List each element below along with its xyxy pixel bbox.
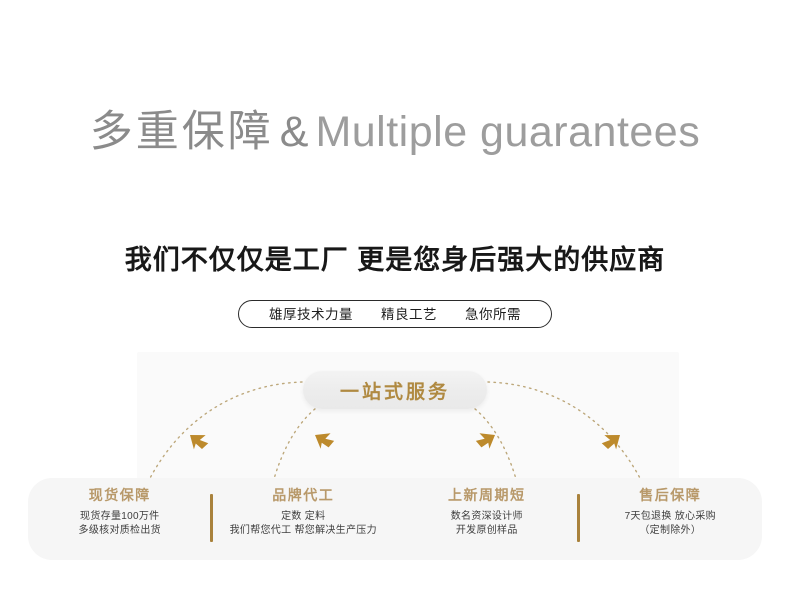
arrowhead-card-3 [475,433,495,449]
card-divider [209,494,213,542]
tagline-phrase-2: 精良工艺 [381,307,437,322]
guarantee-card-2[interactable]: 品牌代工 定数 定料 我们帮您代工 帮您解决生产压力 [212,478,396,538]
guarantee-card-4[interactable]: 售后保障 7天包退换 放心采购 （定制除外） [579,478,763,538]
guarantee-card-1[interactable]: 现货保障 现货存量100万件 多级核对质检出货 [28,478,213,542]
tagline-phrase-1: 雄厚技术力量 [269,307,353,322]
card-divider [576,494,580,542]
card-title: 品牌代工 [272,487,335,503]
card-line: 开发原创样品 [455,525,518,536]
card-detail-lines: 数名资深设计师 开发原创样品 [395,510,579,538]
arrowhead-card-1 [190,435,209,450]
arrowhead-card-4 [601,435,620,450]
guarantee-cards-row: 现货保障 现货存量100万件 多级核对质检出货 品牌代工 定数 定料 我们帮您代… [28,478,762,560]
card-line: 定数 定料 [281,511,326,522]
guarantee-card-3[interactable]: 上新周期短 数名资深设计师 开发原创样品 [395,478,580,542]
page-title-cn: 多重保障 [89,108,274,156]
card-detail-lines: 定数 定料 我们帮您代工 帮您解决生产压力 [212,510,396,538]
arrowhead-card-2 [315,433,335,449]
card-line: 我们帮您代工 帮您解决生产压力 [229,525,377,536]
page-title-en: Multiple guarantees [315,108,701,156]
card-title: 售后保障 [639,487,702,503]
page-title: 多重保障&Multiple guarantees [0,104,790,160]
guarantee-cards-panel [28,478,762,560]
card-line: （定制除外） [639,525,702,536]
card-line: 7天包退换 放心采购 [624,511,716,522]
arrowheads-group [190,433,620,450]
page-subtitle: 我们不仅仅是工厂 更是您身后强大的供应商 [124,245,666,275]
tagline-phrase-3: 急你所需 [465,307,521,322]
card-line: 数名资深设计师 [450,511,523,522]
arc-to-card-1 [145,381,303,487]
one-stop-service-badge[interactable]: 一站式服务 [303,371,487,409]
card-title: 现货保障 [88,487,151,503]
card-line: 现货存量100万件 [80,511,160,522]
card-line: 多级核对质检出货 [78,525,161,536]
card-title: 上新周期短 [448,487,526,503]
page-title-ampersand: & [279,108,310,156]
tagline-pill: 雄厚技术力量 精良工艺 急你所需 [238,300,552,328]
card-detail-lines: 7天包退换 放心采购 （定制除外） [579,510,763,538]
card-detail-lines: 现货存量100万件 多级核对质检出货 [28,510,212,538]
arc-to-card-4 [487,381,645,487]
